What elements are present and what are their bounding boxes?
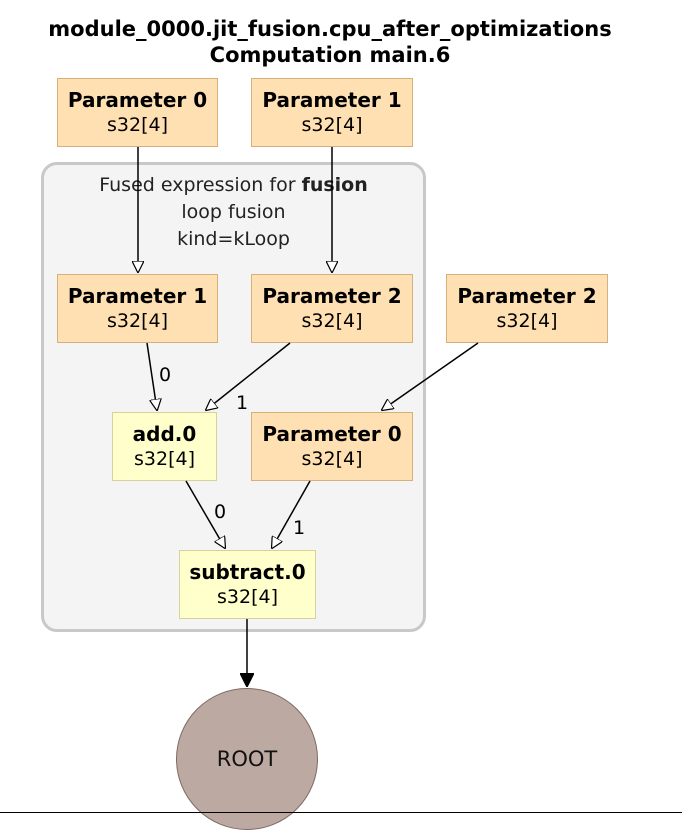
node-name: Parameter 1 bbox=[262, 87, 402, 112]
cluster-label-line2: loop fusion bbox=[181, 201, 286, 223]
edge-label-sub-in1: 1 bbox=[293, 517, 305, 539]
edge-label-add-in0: 0 bbox=[159, 364, 171, 386]
node-type: s32[4] bbox=[301, 113, 363, 136]
node-inner-parameter-0[interactable]: Parameter 0 s32[4] bbox=[251, 412, 413, 481]
node-outer-parameter-0[interactable]: Parameter 0 s32[4] bbox=[57, 78, 218, 147]
node-name: Parameter 2 bbox=[262, 283, 402, 308]
edge-inner-param0-to-subtract bbox=[272, 480, 311, 548]
node-inner-parameter-2[interactable]: Parameter 2 s32[4] bbox=[251, 274, 413, 343]
edge-outer-param2-to-inner-param0 bbox=[382, 342, 479, 410]
node-outer-parameter-1[interactable]: Parameter 1 s32[4] bbox=[251, 78, 413, 147]
node-inner-parameter-1[interactable]: Parameter 1 s32[4] bbox=[57, 274, 218, 343]
edge-inner-param1-to-add bbox=[146, 342, 157, 410]
node-name: Parameter 0 bbox=[67, 87, 208, 112]
graph-subtitle: Computation main.6 bbox=[209, 43, 451, 67]
edge-add-to-subtract bbox=[185, 480, 225, 548]
node-type: s32[4] bbox=[496, 309, 558, 332]
node-type: s32[4] bbox=[107, 113, 168, 136]
node-name: add.0 bbox=[132, 421, 197, 446]
node-subtract-0[interactable]: subtract.0 s32[4] bbox=[179, 550, 316, 619]
node-outer-parameter-2[interactable]: Parameter 2 s32[4] bbox=[446, 274, 608, 343]
node-type: s32[4] bbox=[217, 585, 278, 608]
node-type: s32[4] bbox=[134, 447, 195, 470]
node-name: subtract.0 bbox=[189, 559, 306, 584]
root-label: ROOT bbox=[216, 747, 278, 771]
cluster-label-fusion-name: fusion bbox=[301, 174, 368, 196]
node-name: Parameter 1 bbox=[67, 283, 208, 308]
node-type: s32[4] bbox=[301, 309, 363, 332]
node-name: Parameter 2 bbox=[457, 283, 597, 308]
edge-label-add-in1: 1 bbox=[236, 392, 248, 414]
graph-title: module_0000.jit_fusion.cpu_after_optimiz… bbox=[48, 17, 612, 41]
bottom-border bbox=[0, 812, 682, 813]
cluster-label-prefix: Fused expression for bbox=[99, 174, 296, 196]
cluster-label-line1: Fused expression for fusion bbox=[44, 174, 423, 196]
node-name: Parameter 0 bbox=[262, 421, 402, 446]
edge-inner-param2-to-add bbox=[206, 342, 291, 410]
node-type: s32[4] bbox=[107, 309, 168, 332]
edge-label-sub-in0: 0 bbox=[214, 501, 226, 523]
node-add-0[interactable]: add.0 s32[4] bbox=[112, 412, 217, 481]
node-root[interactable]: ROOT bbox=[176, 688, 318, 830]
cluster-label-line3: kind=kLoop bbox=[177, 228, 290, 250]
node-type: s32[4] bbox=[301, 447, 363, 470]
